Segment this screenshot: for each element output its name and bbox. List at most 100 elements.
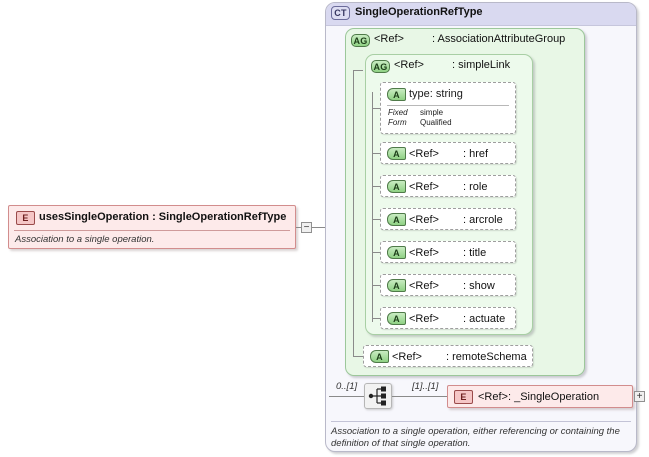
type-annotation: Association to a single operation, eithe…: [331, 426, 631, 450]
connector-branch-href: [372, 153, 380, 154]
attribute-badge-icon: A: [387, 213, 406, 226]
attribute-row-role-text: <Ref>: role: [409, 181, 487, 193]
connector-branch-remoteschema: [353, 356, 363, 357]
attribute-row-role[interactable]: A <Ref>: role: [380, 175, 516, 197]
attribute-row-actuate[interactable]: A <Ref>: actuate: [380, 307, 516, 329]
attribute-row-arcrole-ref: <Ref>: [409, 214, 439, 226]
facet-row-fixed: Fixed simple: [388, 108, 452, 118]
attribute-row-title-name: title: [469, 247, 487, 259]
sequence-occurrence-left: 0..[1]: [336, 381, 358, 392]
attribute-row-href[interactable]: A <Ref>: href: [380, 142, 516, 164]
attribute-row-type-text: type: string: [409, 88, 463, 100]
connector-branch-title: [372, 252, 380, 253]
attribute-badge-icon: A: [387, 246, 406, 259]
annotation-divider: [331, 421, 631, 422]
attribute-row-remoteschema-ref: <Ref>: [392, 351, 422, 363]
attribute-row-actuate-ref: <Ref>: [409, 313, 439, 325]
connector-branch-show: [372, 285, 380, 286]
attribute-badge-icon: A: [370, 350, 389, 363]
attribute-row-role-separator: :: [463, 181, 467, 193]
attribute-row-remoteschema-text: <Ref>: remoteSchema: [392, 351, 527, 363]
child-element-separator: :: [507, 391, 512, 403]
connector-branch-arcrole: [372, 219, 380, 220]
expand-button[interactable]: +: [634, 391, 645, 402]
collapse-button[interactable]: −: [301, 222, 312, 233]
attribute-row-show-name: show: [469, 280, 495, 292]
connector-branch-simplelink: [353, 70, 363, 71]
attribute-group-inner-label[interactable]: <Ref>: simpleLink: [394, 59, 510, 71]
attribute-row-title-text: <Ref>: title: [409, 247, 486, 259]
child-element-singleoperation[interactable]: E <Ref>: _SingleOperation: [447, 385, 633, 408]
attribute-row-actuate-text: <Ref>: actuate: [409, 313, 505, 325]
attribute-row-arcrole-separator: :: [463, 214, 467, 226]
attribute-group-outer-badge-icon: AG: [351, 34, 370, 47]
attribute-row-arcrole-text: <Ref>: arcrole: [409, 214, 503, 226]
attribute-group-inner-badge-icon: AG: [371, 60, 390, 73]
attribute-facets-table: Fixed simple Form Qualified: [388, 108, 452, 128]
sequence-compositor-icon[interactable]: [364, 383, 392, 409]
facet-key-fixed: Fixed: [388, 108, 408, 117]
connector-source-to-expander: [296, 227, 301, 228]
attribute-row-type-separator: :: [429, 88, 433, 100]
attribute-row-show[interactable]: A <Ref>: show: [380, 274, 516, 296]
attribute-row-title-ref: <Ref>: [409, 247, 439, 259]
attribute-row-arcrole-name: arcrole: [469, 214, 503, 226]
connector-expander-to-type: [312, 227, 329, 228]
attribute-badge-icon: A: [387, 279, 406, 292]
attribute-row-show-ref: <Ref>: [409, 280, 439, 292]
attribute-row-type-name: type: [409, 88, 430, 100]
connector-branch-type: [372, 108, 380, 109]
element-badge-icon: E: [454, 390, 473, 404]
sequence-icon-glyph: [368, 386, 386, 406]
connector-trunk-inner-attrs: [372, 92, 373, 322]
complex-type-badge-icon: CT: [331, 6, 350, 20]
attribute-row-show-separator: :: [463, 280, 467, 292]
attribute-group-inner-name: simpleLink: [458, 59, 511, 71]
source-element-divider: [14, 230, 290, 231]
source-element-box[interactable]: E usesSingleOperation : SingleOperationR…: [8, 205, 296, 249]
attribute-row-remoteschema[interactable]: A <Ref>: remoteSchema: [363, 345, 533, 367]
attribute-group-outer-name: AssociationAttributeGroup: [437, 33, 566, 45]
attribute-row-type-value: string: [435, 88, 463, 100]
source-element-documentation: Association to a single operation.: [15, 234, 155, 245]
attribute-row-title-separator: :: [463, 247, 467, 259]
attribute-row-remoteschema-separator: :: [446, 351, 450, 363]
attribute-badge-icon: A: [387, 312, 406, 325]
child-element-name: _SingleOperation: [514, 391, 600, 403]
connector-to-sequence: [329, 396, 364, 397]
attribute-group-inner-ref: <Ref>: [394, 59, 424, 71]
attribute-row-href-text: <Ref>: href: [409, 148, 488, 160]
type-annotation-line-1: Association to a single operation, eithe…: [331, 426, 620, 437]
attribute-row-role-ref: <Ref>: [409, 181, 439, 193]
facet-key-form: Form: [388, 118, 407, 127]
connector-branch-actuate: [372, 318, 380, 319]
attribute-badge-icon: A: [387, 147, 406, 160]
attribute-row-actuate-name: actuate: [469, 313, 506, 325]
source-element-title: usesSingleOperation : SingleOperationRef…: [39, 211, 287, 223]
attribute-row-href-ref: <Ref>: [409, 148, 439, 160]
connector-sequence-to-child: [392, 396, 448, 397]
attribute-row-arcrole[interactable]: A <Ref>: arcrole: [380, 208, 516, 230]
attribute-row-remoteschema-name: remoteSchema: [452, 351, 527, 363]
attribute-group-outer-ref: <Ref>: [374, 33, 404, 45]
child-element-ref: <Ref>: [478, 391, 508, 403]
attribute-row-actuate-separator: :: [463, 313, 467, 325]
attribute-row-type-divider: [387, 105, 509, 106]
facet-value-form: Qualified: [420, 118, 452, 127]
attribute-badge-icon: A: [387, 88, 406, 101]
attribute-row-show-text: <Ref>: show: [409, 280, 495, 292]
attribute-row-role-name: role: [469, 181, 488, 193]
type-annotation-line-2: definition of that single operation.: [331, 438, 471, 449]
attribute-group-outer-separator: :: [432, 33, 436, 45]
attribute-badge-icon: A: [387, 180, 406, 193]
facet-row-form: Form Qualified: [388, 118, 452, 128]
sequence-occurrence-right: [1]..[1]: [412, 381, 439, 392]
element-badge-icon: E: [16, 211, 35, 225]
attribute-row-href-name: href: [469, 148, 489, 160]
attribute-group-outer-label[interactable]: <Ref>: AssociationAttributeGroup: [374, 33, 565, 45]
attribute-row-type[interactable]: A type: string Fixed simple Form Qualifi…: [380, 82, 516, 134]
attribute-row-title[interactable]: A <Ref>: title: [380, 241, 516, 263]
connector-trunk-outer-attrs: [353, 70, 354, 356]
child-element-text: <Ref>: _SingleOperation: [478, 391, 599, 403]
